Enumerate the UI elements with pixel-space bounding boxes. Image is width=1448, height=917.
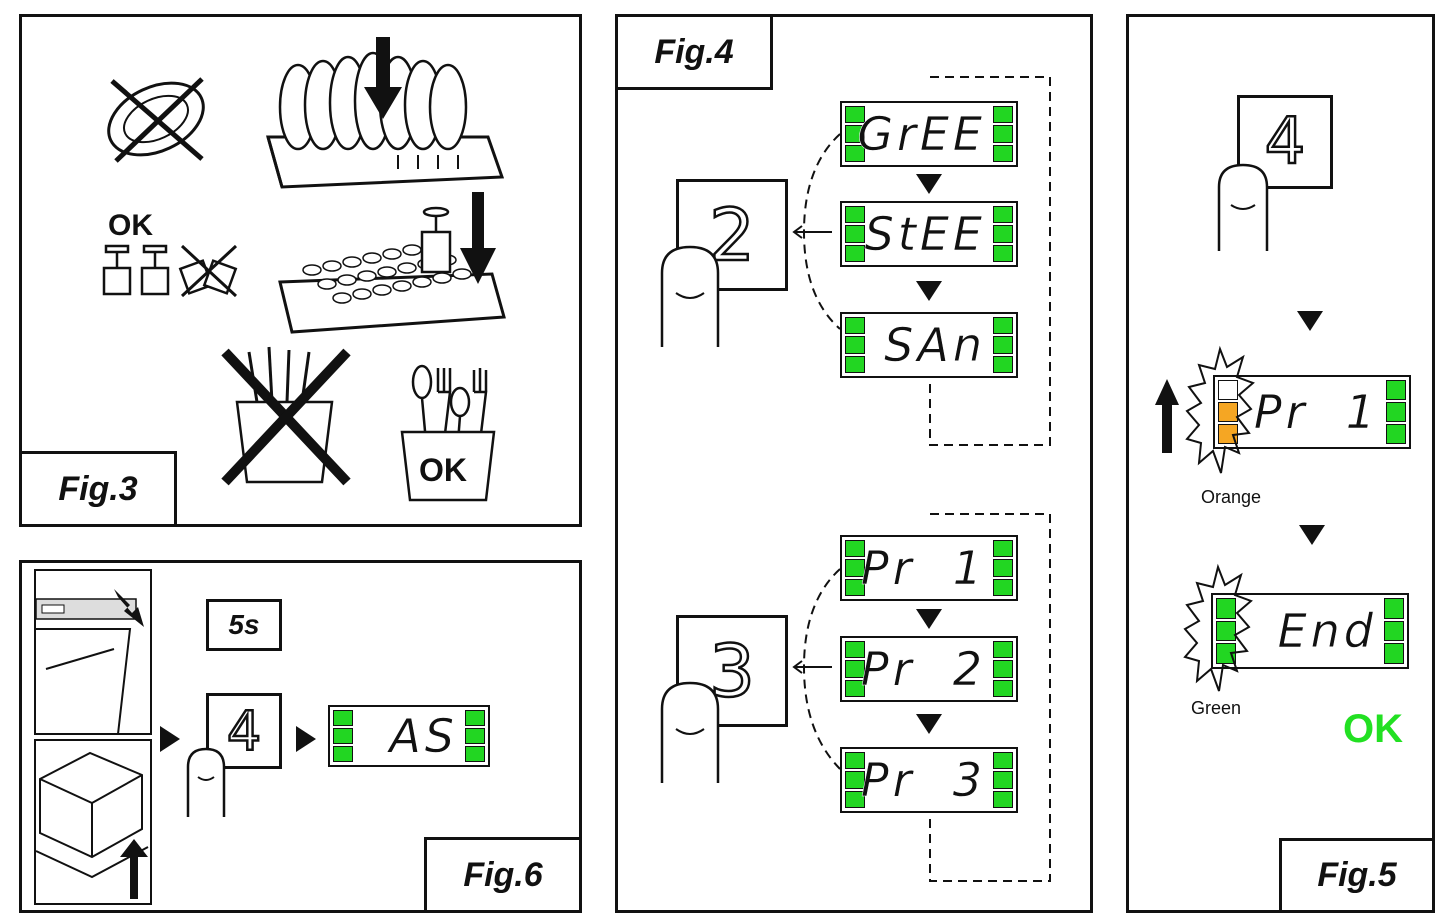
glasses-icon (102, 244, 238, 298)
display-san-text: SAn (884, 318, 986, 373)
finger-press-icon (186, 747, 226, 817)
fig3-panel: OK (19, 14, 582, 527)
cutlery-basket-icon (400, 364, 496, 502)
fig4-connectors (792, 76, 1051, 882)
crossed-cutlery-basket-icon (221, 346, 351, 486)
arrow-down (916, 609, 942, 629)
arrow-down (916, 174, 942, 194)
display-gree: GrEE (840, 101, 1018, 167)
key-4-label: 4 (1263, 104, 1306, 181)
display-pr1-text: Pr 1 (860, 541, 986, 596)
arrow-down (916, 281, 942, 301)
display-pr1-orange-text: Pr 1 (1253, 385, 1379, 440)
green-label: Green (1191, 698, 1242, 718)
arrow-down (916, 714, 942, 734)
display-san: SAn (840, 312, 1018, 378)
machine-door-icon (34, 569, 152, 735)
finger-press-icon (660, 681, 720, 783)
crossed-plate-icon (107, 77, 205, 163)
starburst-green-icon (1183, 563, 1253, 692)
display-gree-text: GrEE (857, 107, 986, 162)
arrow-down (1297, 311, 1323, 331)
ok-glasses-label: OK (108, 209, 153, 242)
display-stee-text: StEE (864, 207, 986, 262)
ok-green-label: OK (1343, 707, 1403, 751)
key-4-button[interactable]: 4 (1237, 95, 1333, 189)
display-pr2-text: Pr 2 (860, 642, 986, 697)
display-as-text: AS (389, 709, 458, 764)
fig5-panel: 4 Pr 1 Orange End Green OK (1126, 14, 1435, 913)
machine-hood-icon (34, 739, 152, 905)
orange-label: Orange (1201, 487, 1262, 507)
display-as: AS (328, 705, 490, 767)
glass-rack-icon (278, 192, 506, 334)
plate-rack-icon (266, 37, 505, 189)
display-end-text: End (1277, 604, 1377, 659)
display-pr3: Pr 3 (840, 747, 1018, 813)
display-pr2: Pr 2 (840, 636, 1018, 702)
display-pr3-text: Pr 3 (860, 753, 986, 808)
arrow-right-1 (160, 726, 180, 752)
key-4-label: 4 (226, 698, 263, 764)
arrow-right-2 (296, 726, 316, 752)
fig6-label: Fig.6 (424, 837, 582, 913)
fig4-label: Fig.4 (615, 14, 773, 90)
fig3-label: Fig.3 (19, 451, 177, 527)
starburst-orange-icon (1185, 345, 1255, 474)
up-arrow-icon (1155, 379, 1179, 453)
five-seconds-box: 5s (206, 599, 282, 651)
display-stee: StEE (840, 201, 1018, 267)
key-2-button[interactable]: 2 (676, 179, 788, 291)
five-seconds-text: 5s (228, 609, 260, 640)
ok-cutlery-label: OK (419, 452, 467, 488)
finger-press-icon (660, 245, 720, 347)
fig5-label: Fig.5 (1279, 838, 1435, 913)
fig4-panel: Fig.4 2 GrEE StEE SAn 3 Pr 1 P (615, 14, 1093, 913)
arrow-down (1299, 525, 1325, 545)
finger-press-icon (1217, 163, 1269, 251)
display-pr1: Pr 1 (840, 535, 1018, 601)
